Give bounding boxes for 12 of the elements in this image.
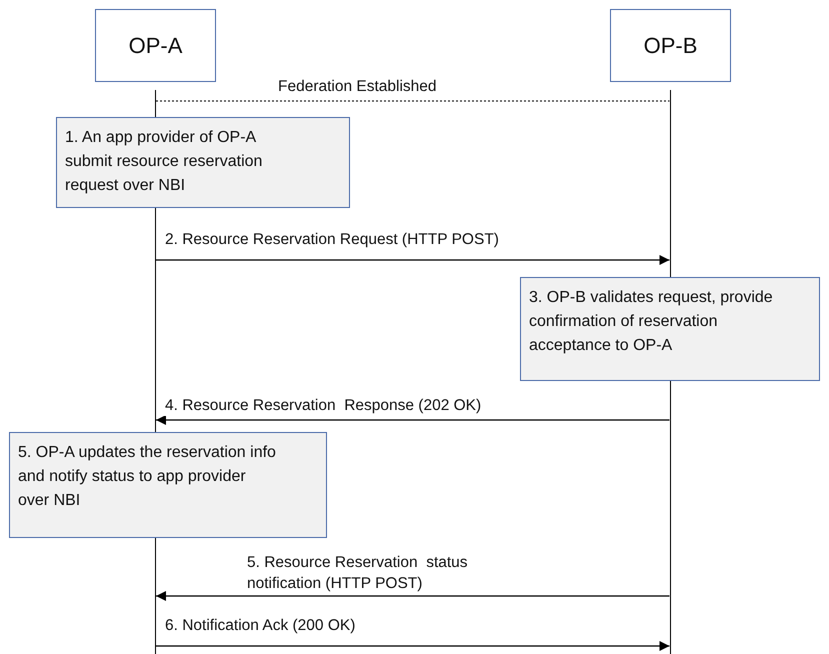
participant-box: OP-B	[610, 9, 731, 82]
note-box: 1. An app provider of OP-A submit resource reservation request over NBI	[56, 117, 350, 208]
note-box: 5. OP-A updates the reservation info and notify status to app provider over NBI	[9, 432, 327, 538]
message-arrow	[156, 591, 670, 601]
participant-box: OP-A	[95, 9, 216, 82]
connector-line	[156, 100, 670, 102]
message-arrow	[156, 255, 670, 265]
message-arrow	[156, 415, 670, 425]
note-box: 3. OP-B validates request, provide confirmation of reservation acceptance to OP-A	[520, 277, 820, 381]
message-arrow	[156, 641, 670, 651]
lifeline	[154, 90, 156, 654]
lifeline	[670, 90, 671, 654]
